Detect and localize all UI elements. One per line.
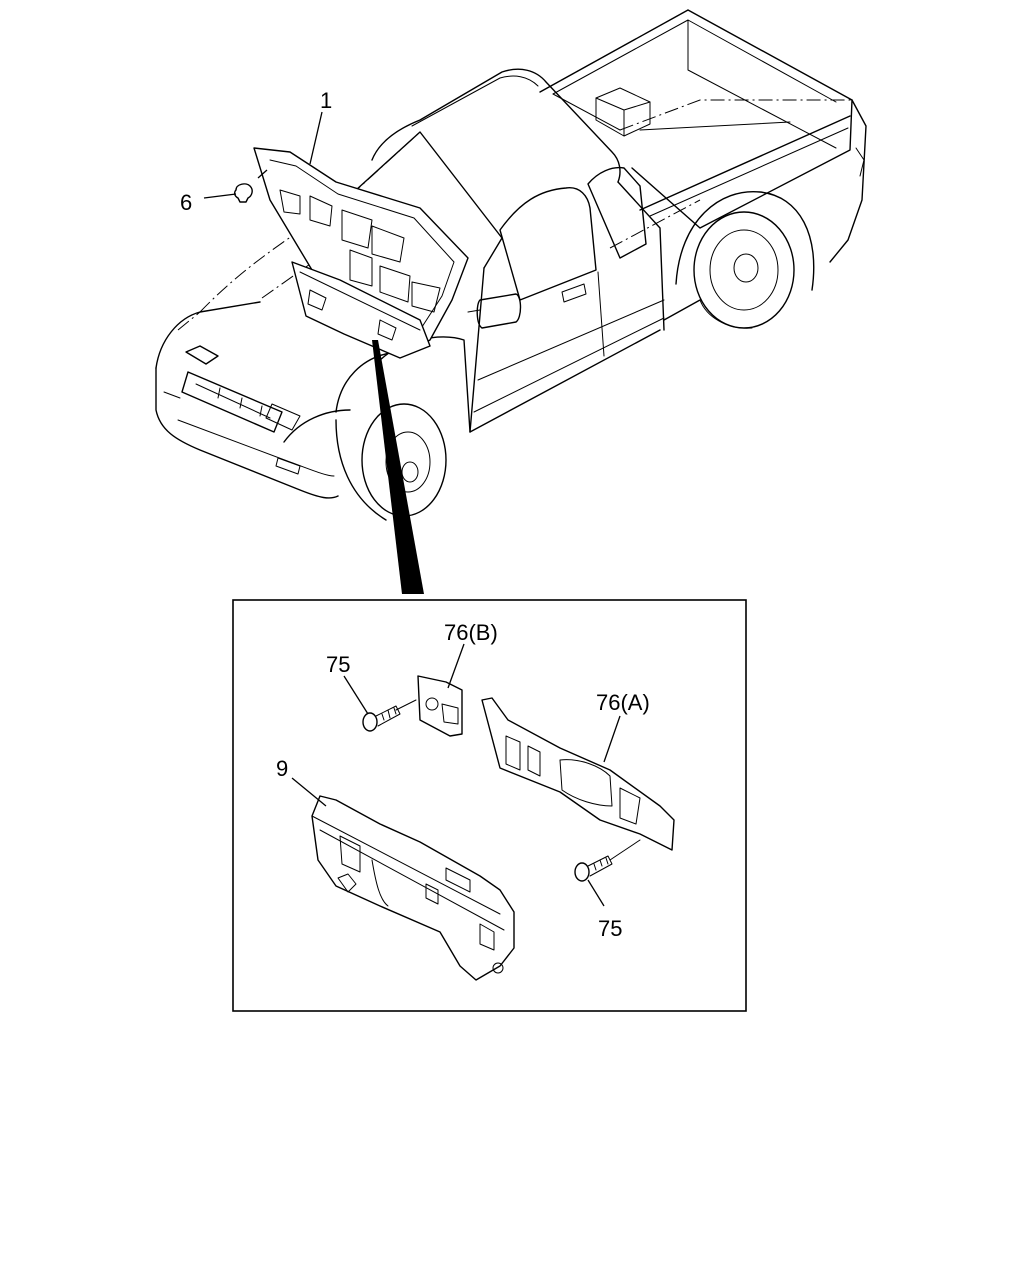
insulator-b: [417, 675, 463, 737]
detail-inset-frame: [232, 599, 747, 1012]
pickup-truck: [155, 9, 867, 521]
hood-clip: [233, 183, 253, 203]
callout-screw-lower: 75: [598, 916, 622, 941]
callout-insulator-a: 76(A): [596, 690, 650, 715]
insulator-a: [481, 697, 675, 851]
hood-assembly: [253, 147, 469, 357]
callout-hood: 1: [320, 88, 332, 113]
cowl-panel: [291, 261, 431, 359]
panel-9: [311, 795, 515, 981]
callout-panel-9: 9: [276, 756, 288, 781]
screw-upper: [362, 699, 417, 732]
detail-connector: [372, 340, 424, 594]
screw-lower: [574, 839, 641, 882]
callout-screw-upper: 75: [326, 652, 350, 677]
callout-insulator-b: 76(B): [444, 620, 498, 645]
leader-lines: [203, 111, 621, 907]
callout-hood-clip: 6: [180, 190, 192, 215]
